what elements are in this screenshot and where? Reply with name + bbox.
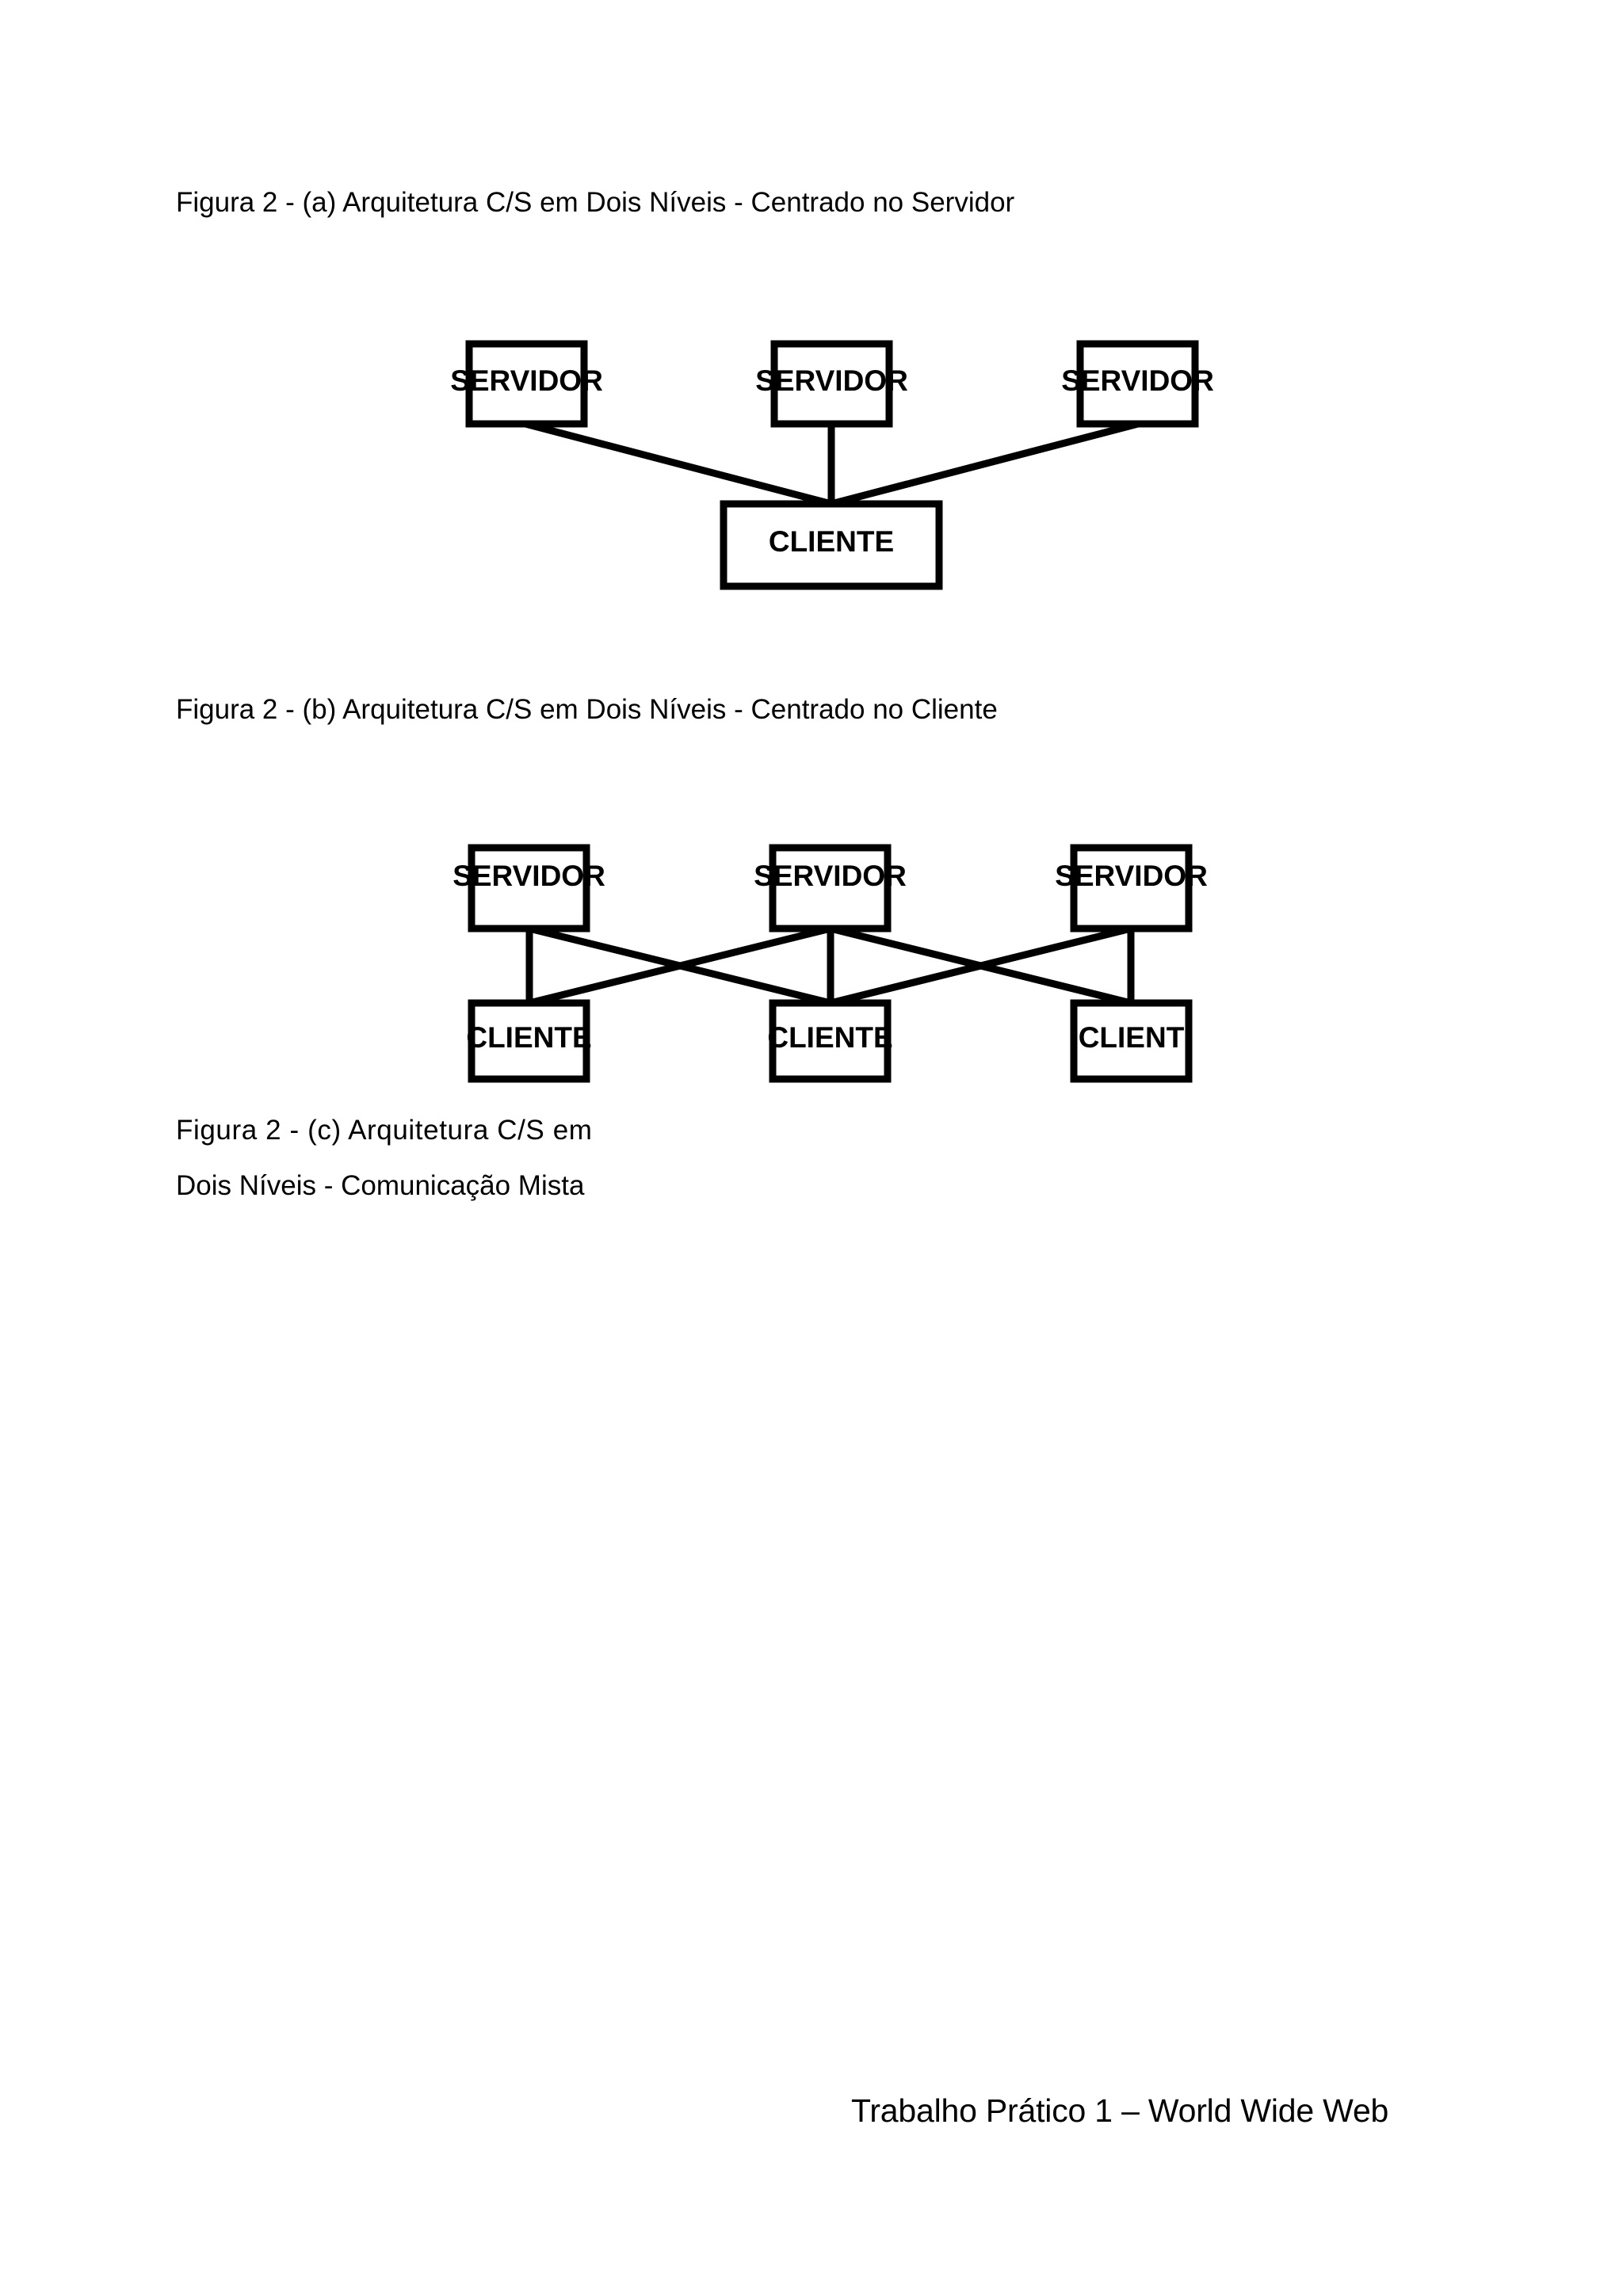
figure-diagram-b: SERVIDOR SERVIDOR SERVIDOR CLIENTE CLIEN…	[453, 844, 1208, 1083]
page-footer: Trabalho Prático 1 – World Wide Web	[851, 2092, 1389, 2129]
node-servidor-b-1: SERVIDOR	[453, 844, 605, 933]
figure-caption-c-line-2: Dois Níveis - Comunicação Mista	[176, 1170, 585, 1201]
node-cliente-b-2: CLIENTE	[767, 999, 893, 1083]
node-label: CLIENTE	[769, 525, 894, 558]
node-label: CLIENT	[1079, 1021, 1185, 1054]
node-servidor-a-3: SERVIDOR	[1061, 340, 1214, 428]
node-label: SERVIDOR	[453, 860, 605, 892]
node-label: SERVIDOR	[1061, 364, 1214, 397]
node-cliente-b-1: CLIENTE	[466, 999, 592, 1083]
edge-servidor3-cliente	[830, 420, 1140, 508]
figure-caption-c: Figura 2 - (c) Arquitetura C/S em Dois N…	[176, 1103, 593, 1214]
figure-caption-a: Figura 2 - (a) Arquitetura C/S em Dois N…	[176, 187, 1015, 218]
node-cliente-b-3: CLIENT	[1070, 999, 1193, 1083]
node-label: SERVIDOR	[450, 364, 603, 397]
node-servidor-b-2: SERVIDOR	[754, 844, 907, 933]
node-servidor-a-1: SERVIDOR	[450, 340, 603, 428]
edge-group-b	[525, 925, 1135, 1007]
figure-caption-b: Figura 2 - (b) Arquitetura C/S em Dois N…	[176, 694, 998, 725]
figure-diagram-a: SERVIDOR SERVIDOR SERVIDOR CLIENTE	[0, 0, 1623, 650]
edge-servidor2-cliente1	[528, 925, 832, 1007]
node-cliente-a-1: CLIENTE	[720, 500, 943, 590]
edge-servidor1-cliente	[524, 420, 833, 508]
figure-caption-c-line-1: Figura 2 - (c) Arquitetura C/S em	[176, 1115, 593, 1146]
node-label: SERVIDOR	[754, 860, 907, 892]
node-label: CLIENTE	[466, 1021, 591, 1054]
node-servidor-a-2: SERVIDOR	[755, 340, 908, 428]
node-label: SERVIDOR	[1055, 860, 1208, 892]
node-servidor-b-3: SERVIDOR	[1055, 844, 1208, 933]
node-label: CLIENTE	[767, 1021, 892, 1054]
edge-group-a	[524, 420, 1140, 508]
node-label: SERVIDOR	[755, 364, 908, 397]
edge-servidor3-cliente2	[829, 925, 1132, 1007]
